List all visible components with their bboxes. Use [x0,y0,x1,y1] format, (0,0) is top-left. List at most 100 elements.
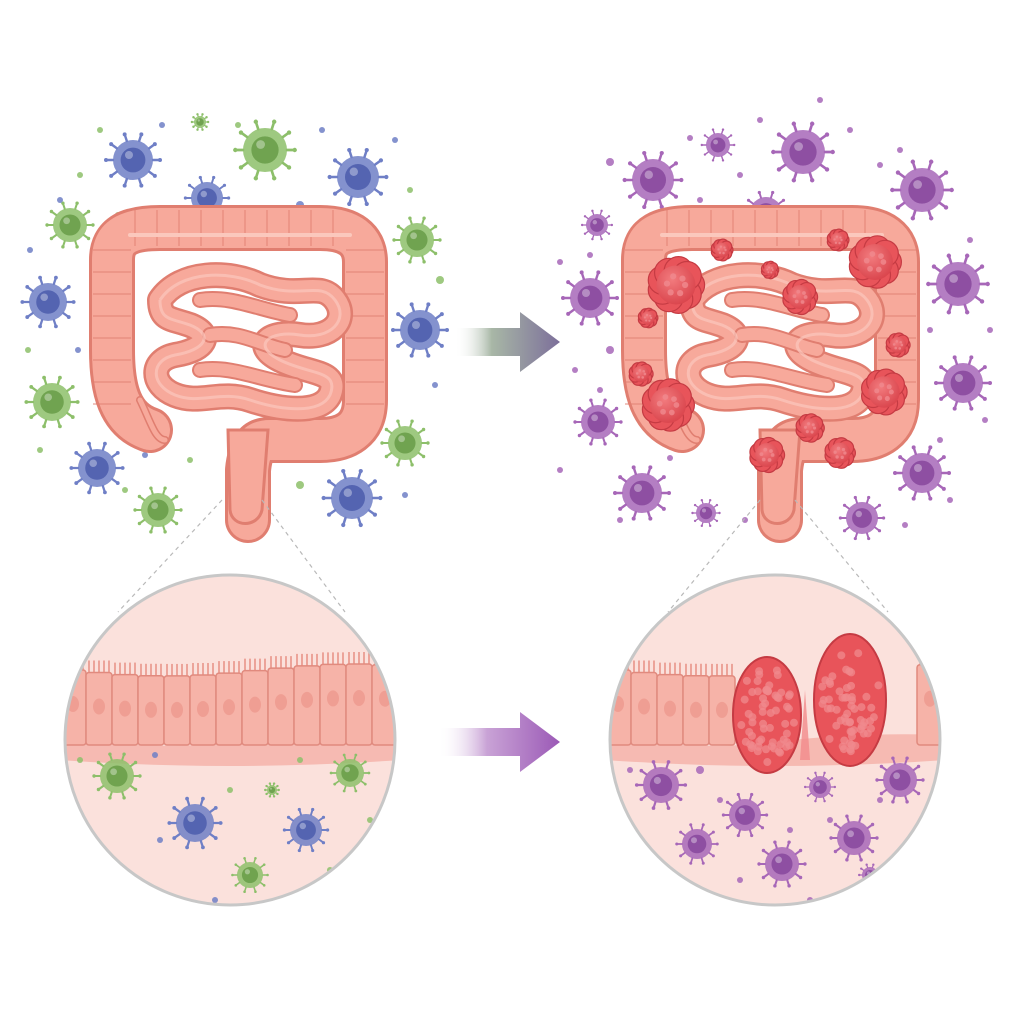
particle-dot [159,122,165,128]
microbe-icon [233,120,297,181]
right-arrow-icon [455,312,560,372]
particle-dot [407,187,413,193]
particle-dot [587,252,593,258]
tumor-icon [886,333,910,357]
particle-dot [296,481,304,489]
healthy-intestine [93,210,384,524]
transition-arrow-bottom [438,712,560,772]
particle-dot [122,487,128,493]
microbe-icon [380,419,429,466]
diseased-tissue-magnified [605,560,969,920]
particle-dot [142,452,148,458]
particle-dot [982,417,988,423]
particle-dot [687,135,693,141]
transition-arrow-top [455,312,560,372]
particle-dot [557,467,563,473]
particle-dot [847,127,853,133]
particle-dot [25,347,31,353]
particle-dot [627,767,633,773]
particle-dot [297,757,303,763]
particle-dot [157,837,163,843]
microbe-icon [322,469,383,527]
particle-dot [212,897,218,903]
particle-dot [927,327,933,333]
right-arrow-icon [438,712,560,772]
particle-dot [37,447,43,453]
particle-dot [877,162,883,168]
tumor-icon [648,257,704,314]
tumor-icon [825,438,855,469]
tumor-icon [711,239,733,261]
microbe-icon [890,160,954,221]
particle-dot [557,259,563,265]
particle-dot [319,127,325,133]
particle-dot [227,787,233,793]
particle-dot [987,327,993,333]
particle-dot [402,492,408,498]
microbe-icon [561,270,619,325]
microbe-icon [926,254,990,315]
particle-dot [392,137,398,143]
particle-dot [757,117,763,123]
tumor-icon [849,236,901,288]
microbe-icon [328,148,389,206]
tumor-icon [629,362,653,386]
particle-dot [97,127,103,133]
microbe-icon [623,151,684,209]
particle-dot [697,197,703,203]
particle-dot [902,522,908,528]
microbe-icon [839,496,885,540]
microbe-icon [691,499,720,527]
microbe-icon [104,132,162,187]
microbe-icon [934,355,992,410]
tumor-icon [796,414,824,442]
particle-dot [606,346,614,354]
microbe-icon [69,442,124,495]
tumor-icon [638,308,658,328]
healthy-tissue-magnified [60,560,424,920]
microbe-icon [20,276,75,329]
particle-dot [737,877,743,883]
particle-dot [572,367,578,373]
diseased-panel [557,97,993,540]
particle-dot [947,497,953,503]
particle-dot [235,122,241,128]
particle-dot [107,857,113,863]
microbe-icon [771,122,835,183]
microbe-icon [391,302,449,357]
particle-dot [432,382,438,388]
tumor-icon [733,657,801,773]
microbe-icon [573,398,622,445]
particle-dot [817,97,823,103]
microbe-icon [133,486,182,533]
particle-dot [77,172,83,178]
particle-dot [597,387,603,393]
tumor-icon [761,261,778,278]
particle-dot [77,757,83,763]
particle-dot [187,457,193,463]
particle-dot [75,347,81,353]
particle-dot [57,197,63,203]
particle-dot [897,147,903,153]
particle-dot [27,247,33,253]
particle-dot [937,437,943,443]
microbe-icon [392,216,441,263]
tumor-icon [750,438,785,473]
microbe-icon [701,128,736,161]
particle-dot [606,158,614,166]
particle-dot [917,827,923,833]
particle-dot [827,817,833,823]
particle-dot [667,455,673,461]
particle-dot [152,752,158,758]
tumor-icon [783,280,818,315]
particle-dot [657,877,663,883]
microbe-icon [24,376,79,429]
microbe-icon [45,201,94,248]
microbe-icon [613,465,671,520]
microbe-icon [893,445,951,500]
particle-dot [617,517,623,523]
tumor-icon [862,369,908,415]
tumor-icon [642,379,694,431]
particle-dot [787,827,793,833]
